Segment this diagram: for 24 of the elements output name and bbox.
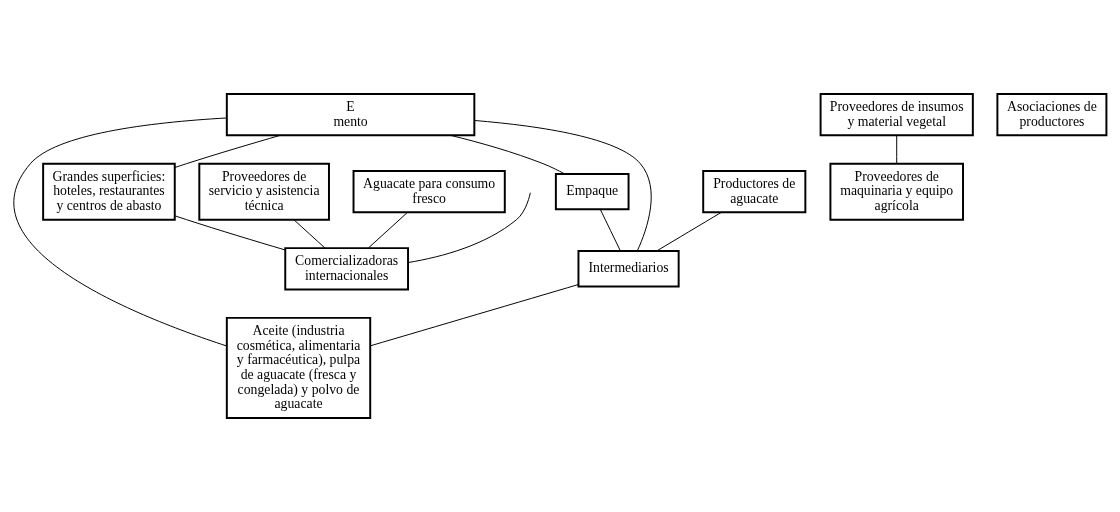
connector [368,211,408,249]
connector [293,219,326,249]
connector [599,209,621,252]
node-box: Aguacate para consumo fresco [352,170,506,214]
connector [174,134,281,168]
node-box: Comercializadoras internacionales [284,247,410,291]
node-box: Proveedores de maquinaria y equipo agrícola [829,162,964,221]
node-box: Aceite (industria cosmética, alimentaria y farmacéutica), pulpa de aguacate (fresca y congelada) y polvo de aguacate [225,316,372,420]
node-box: Empaque [554,173,630,211]
connector [896,134,898,164]
connector [13,117,228,347]
node-box: Proveedores de servicio y asistencia técnica [198,162,330,221]
node-box: E mento [225,92,476,137]
node-box: Intermediarios [577,250,680,288]
connector [369,284,579,347]
connector [449,134,566,175]
connector [174,215,286,251]
node-box: Productores de aguacate [702,170,807,214]
node-box: Grandes superficies: hoteles, restaurantes y centros de abasto [42,162,176,221]
node-box: Proveedores de insumos y material vegetal [819,92,974,137]
node-box: Asociaciones de productores [996,92,1108,137]
connector [474,120,652,252]
connector [656,211,722,252]
connector [407,192,531,264]
